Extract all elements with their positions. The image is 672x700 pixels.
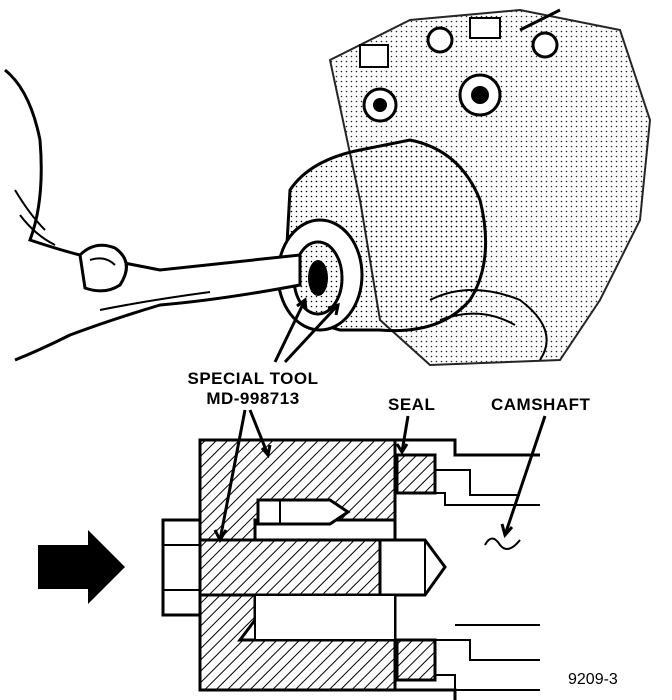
seal-label: SEAL (388, 395, 436, 414)
special-tool-label: SPECIAL TOOL MD-998713 (178, 370, 328, 410)
special-tool-leaders-bottom (213, 409, 272, 544)
hand-drawing (4, 68, 302, 362)
special-tool-top-drawing (276, 138, 488, 333)
figure-number: 9209-3 (568, 671, 618, 688)
special-tool-label-line2: MD-998713 (206, 389, 300, 408)
special-tool-leaders-top (273, 297, 340, 364)
direction-arrow (38, 530, 125, 604)
camshaft-leader (500, 415, 547, 539)
special-tool-label-line1: SPECIAL TOOL (187, 369, 319, 388)
seal-leader (395, 415, 410, 455)
cross-section-drawing (161, 438, 540, 700)
camshaft-label: CAMSHAFT (491, 395, 591, 414)
